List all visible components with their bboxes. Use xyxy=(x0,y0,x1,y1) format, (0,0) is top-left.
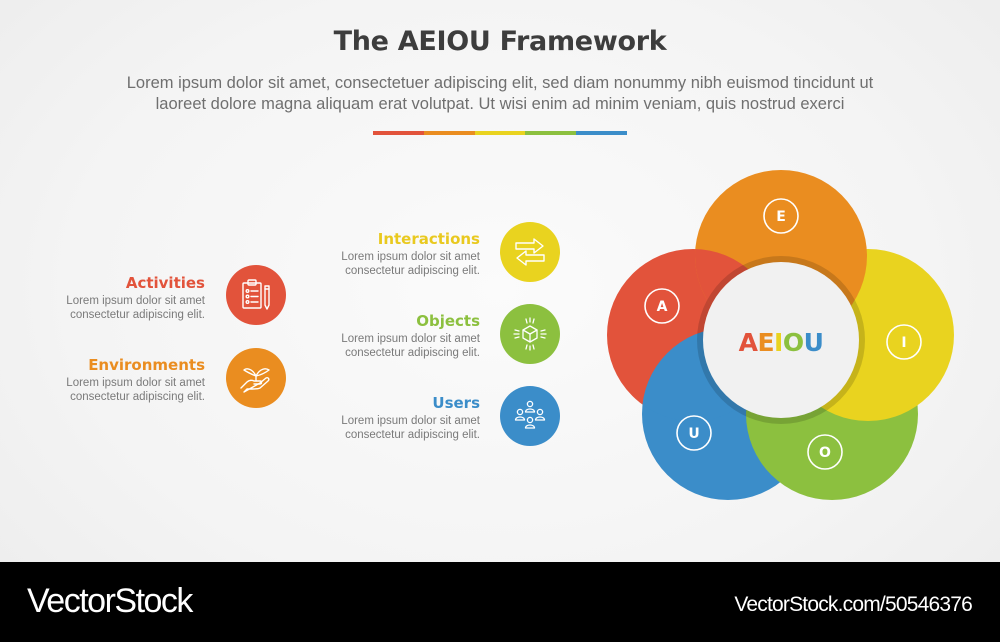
objects-desc-line-1: Lorem ipsum dolor sit amet xyxy=(341,333,480,345)
footer-url: VectorStock.com/50546376 xyxy=(734,593,972,616)
item-interactions: Interactions Lorem ipsum dolor sit amet … xyxy=(300,228,480,288)
interactions-icon-circle xyxy=(500,222,560,282)
interactions-description: Lorem ipsum dolor sit amet consectetur a… xyxy=(341,250,480,278)
badge-u-ring xyxy=(676,415,712,451)
users-desc-line-1: Lorem ipsum dolor sit amet xyxy=(341,415,480,427)
users-description: Lorem ipsum dolor sit amet consectetur a… xyxy=(341,414,480,442)
interactions-label: Interactions xyxy=(377,230,480,248)
divider-segment-blue xyxy=(576,131,627,135)
badge-i-letter: I xyxy=(901,335,906,351)
users-label: Users xyxy=(432,394,480,412)
divider-segment-yellow xyxy=(474,131,526,135)
petal-e xyxy=(695,170,867,342)
footer-brand: VectorStock xyxy=(27,582,193,620)
hand-plant-icon xyxy=(240,368,270,393)
center-aeiou-text: AEIOU xyxy=(739,328,824,357)
glowing-box-icon xyxy=(513,317,547,351)
page-subtitle: Lorem ipsum dolor sit amet, consectetuer… xyxy=(60,73,940,115)
badge-a-letter: A xyxy=(657,299,668,315)
users-icon-circle xyxy=(500,386,560,446)
objects-desc-line-2: consectetur adipiscing elit. xyxy=(345,347,480,359)
badge-u-letter: U xyxy=(688,426,699,442)
badge-i-ring xyxy=(886,324,922,360)
page-title: The AEIOU Framework xyxy=(333,26,667,57)
exchange-arrows-icon xyxy=(515,238,545,266)
environments-desc-line-1: Lorem ipsum dolor sit amet xyxy=(66,377,205,389)
item-objects: Objects Lorem ipsum dolor sit amet conse… xyxy=(300,310,480,370)
rainbow-divider xyxy=(373,131,627,135)
petal-o xyxy=(746,328,918,500)
interactions-desc-line-2: consectetur adipiscing elit. xyxy=(345,265,480,277)
activities-icon-circle xyxy=(226,265,286,325)
petal-u xyxy=(642,328,814,500)
activities-desc-line-2: consectetur adipiscing elit. xyxy=(70,309,205,321)
people-group-icon xyxy=(514,400,546,429)
petal-a xyxy=(607,249,779,421)
activities-desc-line-1: Lorem ipsum dolor sit amet xyxy=(66,295,205,307)
interactions-desc-line-1: Lorem ipsum dolor sit amet xyxy=(341,251,480,263)
activities-description: Lorem ipsum dolor sit amet consectetur a… xyxy=(66,294,205,322)
users-desc-line-2: consectetur adipiscing elit. xyxy=(345,429,480,441)
environments-description: Lorem ipsum dolor sit amet consectetur a… xyxy=(66,376,205,404)
badge-o-letter: O xyxy=(819,445,831,461)
subtitle-line-1: Lorem ipsum dolor sit amet, consectetuer… xyxy=(126,74,874,92)
divider-segment-orange xyxy=(423,131,475,135)
badge-e-letter: E xyxy=(776,209,786,225)
objects-description: Lorem ipsum dolor sit amet consectetur a… xyxy=(341,332,480,360)
item-environments: Environments Lorem ipsum dolor sit amet … xyxy=(20,354,205,414)
badge-a-ring xyxy=(644,288,680,324)
divider-segment-red xyxy=(373,131,424,135)
clipboard-checklist-icon xyxy=(242,279,270,310)
center-disk xyxy=(703,262,859,418)
center-ring xyxy=(697,256,865,424)
badge-o-ring xyxy=(807,434,843,470)
item-activities: Activities Lorem ipsum dolor sit amet co… xyxy=(20,272,205,332)
activities-label: Activities xyxy=(125,274,205,292)
subtitle-line-2: laoreet dolore magna aliquam erat volutp… xyxy=(155,95,845,113)
badge-e-ring xyxy=(763,198,799,234)
objects-label: Objects xyxy=(416,312,480,330)
objects-icon-circle xyxy=(500,304,560,364)
environments-label: Environments xyxy=(88,356,205,374)
petal-i xyxy=(782,249,954,421)
item-users: Users Lorem ipsum dolor sit amet consect… xyxy=(300,392,480,452)
environments-icon-circle xyxy=(226,348,286,408)
watermark-footer: VectorStock VectorStock.com/50546376 xyxy=(0,562,1000,642)
divider-segment-green xyxy=(525,131,577,135)
environments-desc-line-2: consectetur adipiscing elit. xyxy=(70,391,205,403)
